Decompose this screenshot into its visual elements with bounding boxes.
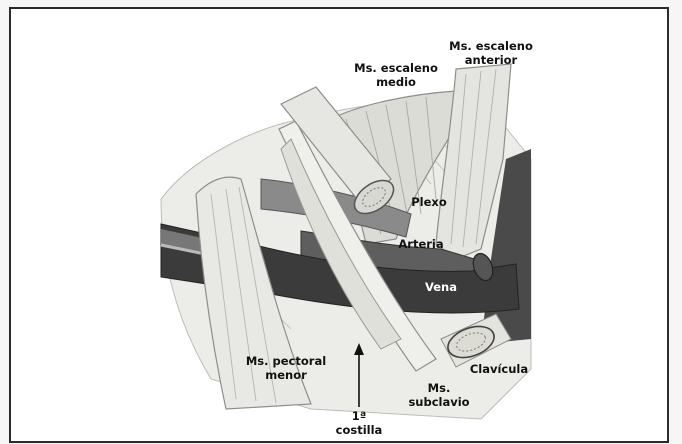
label-escaleno-anterior: Ms. escaleno anterior	[436, 39, 546, 67]
figure-frame: Ms. escaleno medio Ms. escaleno anterior…	[9, 7, 669, 443]
label-pectoral-menor: Ms. pectoral menor	[236, 354, 336, 382]
label-escaleno-medio: Ms. escaleno medio	[341, 61, 451, 89]
label-subclavio: Ms. subclavio	[399, 381, 479, 409]
label-clavicula: Clavícula	[459, 362, 539, 376]
label-vena: Vena	[411, 280, 471, 294]
label-arteria: Arteria	[386, 237, 456, 251]
label-costilla: 1ª costilla	[329, 409, 389, 437]
label-plexo: Plexo	[399, 195, 459, 209]
anatomy-illustration	[11, 9, 667, 441]
